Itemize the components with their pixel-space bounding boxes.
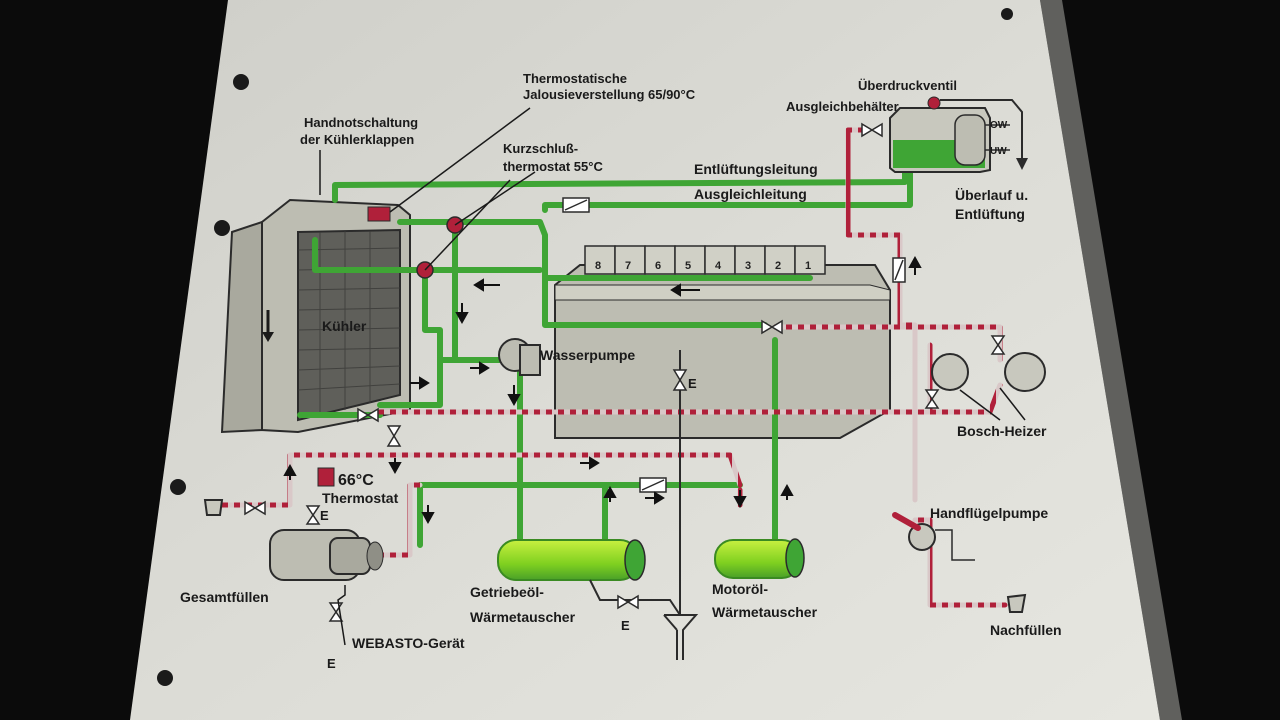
label-nachfuellen: Nachfüllen <box>990 622 1062 638</box>
radiator <box>220 198 411 434</box>
fill-cups <box>203 499 1027 613</box>
check-valves <box>562 197 906 493</box>
heat-exchangers <box>497 538 805 581</box>
drain-e-gearbox: E <box>621 618 630 633</box>
label-thermostatische-1: Thermostatische <box>523 71 627 86</box>
label-gesamtfuellen: Gesamtfüllen <box>180 589 269 605</box>
label-ausgleichbehaelter: Ausgleichbehälter <box>786 99 899 114</box>
label-kuehler: Kühler <box>322 318 367 334</box>
cylinder-numbers: 8 7 6 5 4 3 2 1 <box>595 260 811 272</box>
label-ueberdruckventil: Überdruckventil <box>858 78 957 93</box>
label-kurzschluss-2: thermostat 55°C <box>503 159 603 174</box>
hand-pump <box>892 512 975 561</box>
coolant-lines-red <box>212 127 1008 608</box>
leader-lines <box>319 107 1026 646</box>
cylinder-4: 4 <box>715 260 722 272</box>
engine-block <box>554 245 891 439</box>
label-getriebeoel-1: Getriebeöl- <box>470 584 544 600</box>
label-kurzschluss-1: Kurzschluß- <box>503 141 578 156</box>
label-ow: OW <box>990 120 1008 131</box>
label-ueberlauf-2: Entlüftung <box>955 206 1025 222</box>
expansion-tank <box>889 96 1028 173</box>
webasto-unit <box>269 467 384 581</box>
label-uw: UW <box>990 146 1007 157</box>
label-entlueftungsleitung: Entlüftungsleitung <box>694 161 818 177</box>
cylinder-3: 3 <box>745 260 751 272</box>
drain-e-webasto: E <box>327 656 336 671</box>
cylinder-6: 6 <box>655 260 661 272</box>
label-motoroel-2: Wärmetauscher <box>712 604 818 620</box>
drain-e-engine: E <box>688 376 697 391</box>
label-motoroel-1: Motoröl- <box>712 581 768 597</box>
label-thermostat: Thermostat <box>322 490 399 506</box>
flow-arrows <box>283 255 922 525</box>
label-webasto: WEBASTO-Gerät <box>352 635 465 651</box>
cylinder-1: 1 <box>805 260 811 272</box>
label-thermostat-66: 66°C <box>338 472 374 489</box>
label-handfluegelpumpe: Handflügelpumpe <box>930 505 1048 521</box>
label-thermostatische-2: Jalousieverstellung 65/90°C <box>523 87 696 102</box>
sheet-edge-shadow <box>1040 0 1182 720</box>
cylinder-8: 8 <box>595 260 601 272</box>
label-getriebeoel-2: Wärmetauscher <box>470 609 576 625</box>
label-handnot-2: der Kühlerklappen <box>300 132 414 147</box>
label-handnot-1: Handnotschaltung <box>304 115 418 130</box>
valves <box>244 122 1006 622</box>
drain-e-thermostat: E <box>320 508 329 523</box>
drain-marks: E E E E <box>320 376 697 671</box>
bosch-heaters <box>931 352 1046 392</box>
label-wasserpumpe: Wasserpumpe <box>540 347 635 363</box>
label-ueberlauf-1: Überlauf u. <box>955 187 1028 203</box>
label-bosch-heizer: Bosch-Heizer <box>957 423 1047 439</box>
water-pump <box>498 338 541 376</box>
binder-holes <box>157 8 1013 686</box>
cylinder-7: 7 <box>625 260 631 272</box>
label-ausgleichleitung: Ausgleichleitung <box>694 186 807 202</box>
cylinder-5: 5 <box>685 260 691 272</box>
cylinder-2: 2 <box>775 260 781 272</box>
